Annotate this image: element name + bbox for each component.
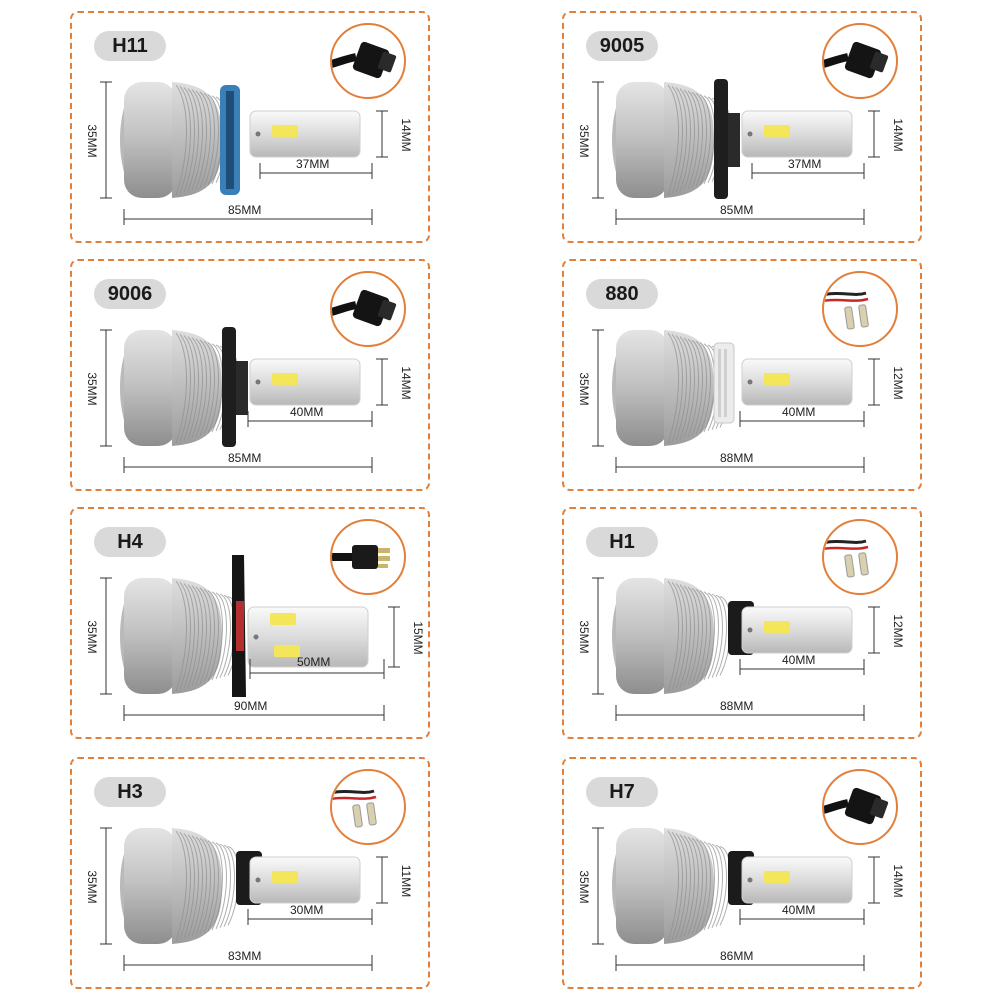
wire-terminal-icon xyxy=(822,519,898,595)
bulb-panel-h3: H3 xyxy=(70,757,430,989)
black-connector-icon xyxy=(822,769,898,845)
diameter-label: 35MM xyxy=(85,124,99,158)
head-length-label: 37MM xyxy=(788,157,822,171)
diameter-label: 35MM xyxy=(85,870,99,904)
head-width-label: 14MM xyxy=(891,118,905,152)
dimension-lines xyxy=(592,577,880,721)
bulb-panel-h11: H11 xyxy=(70,11,430,243)
total-length-label: 88MM xyxy=(720,451,754,465)
total-length-label: 85MM xyxy=(720,203,754,217)
diameter-label: 35MM xyxy=(577,124,591,158)
total-length-label: 90MM xyxy=(234,699,268,713)
head-length-label: 40MM xyxy=(782,653,816,667)
black-connector-icon xyxy=(330,271,406,347)
model-badge: H11 xyxy=(94,31,166,61)
dimension-lines xyxy=(592,827,880,971)
model-badge: 880 xyxy=(586,279,658,309)
model-badge: H1 xyxy=(586,527,658,557)
head-width-label: 14MM xyxy=(399,366,413,400)
bulb-panel-9006: 9006 xyxy=(70,259,430,491)
dimension-lines xyxy=(592,81,880,225)
bulb-panel-9005: 9005 xyxy=(562,11,922,243)
wire-terminal-icon xyxy=(822,271,898,347)
head-width-label: 14MM xyxy=(399,118,413,152)
diameter-label: 35MM xyxy=(577,870,591,904)
head-width-label: 11MM xyxy=(399,864,413,898)
black-connector-icon xyxy=(330,23,406,99)
bulb-panel-h1: H1 xyxy=(562,507,922,739)
head-length-label: 40MM xyxy=(290,405,324,419)
dimension-lines xyxy=(100,81,388,225)
head-length-label: 37MM xyxy=(296,157,330,171)
h4-connector-icon xyxy=(330,519,406,595)
bulb-panel-h7: H7 xyxy=(562,757,922,989)
dimension-lines xyxy=(100,329,388,473)
head-width-label: 12MM xyxy=(891,366,905,400)
dimension-lines xyxy=(592,329,880,473)
model-badge: 9005 xyxy=(586,31,658,61)
total-length-label: 83MM xyxy=(228,949,262,963)
head-length-label: 50MM xyxy=(297,655,331,669)
diameter-label: 35MM xyxy=(85,372,99,406)
model-badge: H7 xyxy=(586,777,658,807)
bulb-panel-880: 880 xyxy=(562,259,922,491)
total-length-label: 86MM xyxy=(720,949,754,963)
bulb-panel-h4: H4 xyxy=(70,507,430,739)
black-connector-icon xyxy=(822,23,898,99)
head-width-label: 14MM xyxy=(891,864,905,898)
head-length-label: 30MM xyxy=(290,903,324,917)
head-width-label: 12MM xyxy=(891,614,905,648)
head-width-label: 15MM xyxy=(411,621,425,655)
dimension-lines xyxy=(100,827,388,971)
total-length-label: 85MM xyxy=(228,451,262,465)
diameter-label: 35MM xyxy=(577,372,591,406)
head-length-label: 40MM xyxy=(782,405,816,419)
diameter-label: 35MM xyxy=(577,620,591,654)
dimension-lines xyxy=(100,577,400,721)
model-badge: H4 xyxy=(94,527,166,557)
model-badge: H3 xyxy=(94,777,166,807)
head-length-label: 40MM xyxy=(782,903,816,917)
model-badge: 9006 xyxy=(94,279,166,309)
wire-terminal-icon xyxy=(330,769,406,845)
total-length-label: 85MM xyxy=(228,203,262,217)
total-length-label: 88MM xyxy=(720,699,754,713)
diameter-label: 35MM xyxy=(85,620,99,654)
